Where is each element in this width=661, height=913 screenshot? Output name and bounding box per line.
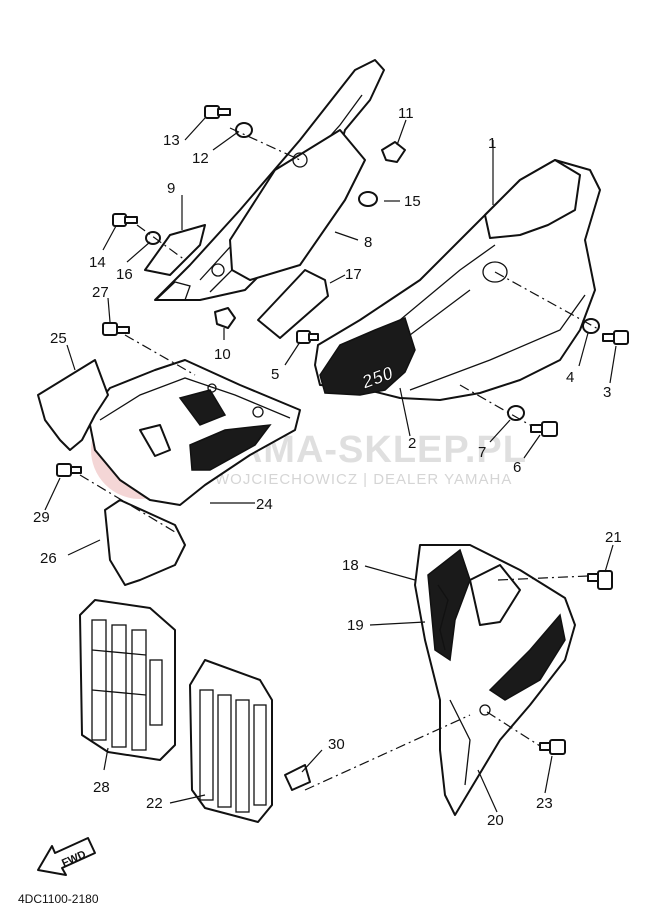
bolt-29-icon <box>56 463 82 477</box>
callout-29: 29 <box>33 509 50 526</box>
callout-20: 20 <box>487 812 504 829</box>
callout-12: 12 <box>192 150 209 167</box>
leader-lines <box>44 117 617 813</box>
callout-18: 18 <box>342 557 359 574</box>
part-30-clip <box>284 764 311 791</box>
callout-30: 30 <box>328 736 345 753</box>
callout-19: 19 <box>347 617 364 634</box>
callout-3: 3 <box>603 384 611 401</box>
callout-6: 6 <box>513 459 521 476</box>
callout-14: 14 <box>89 254 106 271</box>
callout-4: 4 <box>566 369 574 386</box>
bolt-6-icon <box>530 421 558 437</box>
grommet-10-icon <box>214 307 236 329</box>
callout-2: 2 <box>408 435 416 452</box>
part-8-left-side-cover <box>154 59 385 301</box>
part-26-lower-plate <box>104 499 186 586</box>
callout-17: 17 <box>345 266 362 283</box>
bolt-13-icon <box>204 105 231 119</box>
callout-24: 24 <box>256 496 273 513</box>
grommet-11-icon <box>381 141 406 163</box>
callout-15: 15 <box>404 193 421 210</box>
callout-22: 22 <box>146 795 163 812</box>
bolt-27-icon <box>102 322 130 336</box>
fasteners <box>56 105 629 755</box>
assembly-lines <box>79 127 601 791</box>
part-22-right-radiator-grille <box>189 659 273 823</box>
callout-10: 10 <box>214 346 231 363</box>
washer-15-icon <box>358 191 378 207</box>
callout-8: 8 <box>364 234 372 251</box>
washer-12-icon <box>235 122 253 138</box>
part-24-radiator-shroud <box>87 359 301 506</box>
callout-9: 9 <box>167 180 175 197</box>
callout-1: 1 <box>488 135 496 152</box>
watermark-subtitle: WOJCIECHOWICZ | DEALER YAMAHA <box>215 471 512 488</box>
washer-16-icon <box>145 231 161 245</box>
part-28-left-radiator-grille <box>79 599 176 761</box>
part-18-20-right-shroud <box>414 544 576 816</box>
fwd-arrow-icon: FWD <box>37 837 96 876</box>
part-9-bracket <box>144 224 206 276</box>
callout-16: 16 <box>116 266 133 283</box>
callout-11: 11 <box>398 105 414 122</box>
bolt-5-icon <box>296 330 319 344</box>
callout-5: 5 <box>271 366 279 383</box>
bolt-21-icon <box>587 570 613 590</box>
bolt-3-icon <box>602 330 629 345</box>
callout-23: 23 <box>536 795 553 812</box>
washer-7-icon <box>507 405 525 421</box>
callout-7: 7 <box>478 444 486 461</box>
bolt-23-icon <box>539 739 566 755</box>
part-25-guard-plate <box>37 359 109 451</box>
figure-code: 4DC1100-2180 <box>18 892 99 906</box>
callout-21: 21 <box>605 529 622 546</box>
callout-28: 28 <box>93 779 110 796</box>
bolt-14-icon <box>112 213 138 227</box>
callout-26: 26 <box>40 550 57 567</box>
part-17-damper <box>257 269 329 339</box>
callout-27: 27 <box>92 284 109 301</box>
callout-25: 25 <box>50 330 67 347</box>
callout-labels: 1 2 3 4 5 6 7 8 9 10 11 12 13 14 15 16 1… <box>33 105 622 829</box>
washer-4-icon <box>582 318 600 334</box>
callout-13: 13 <box>163 132 180 149</box>
